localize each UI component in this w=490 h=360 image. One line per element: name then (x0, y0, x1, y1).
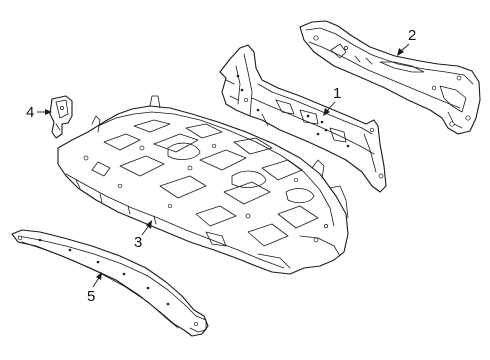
callout-label-2: 2 (408, 27, 416, 44)
callout-1: 1 (323, 85, 341, 116)
part-5-cross-member (11, 229, 209, 337)
part-2-rear-panel-upper (299, 20, 481, 135)
callout-label-4: 4 (26, 104, 34, 121)
callout-5: 5 (87, 272, 102, 305)
callout-4: 4 (26, 104, 52, 121)
callout-label-1: 1 (333, 85, 341, 102)
part-4-bracket (49, 95, 73, 139)
part-3-package-tray (57, 95, 349, 275)
callout-label-3: 3 (134, 234, 142, 251)
callout-2: 2 (397, 27, 416, 56)
callout-3: 3 (134, 220, 152, 251)
part-1-rear-panel (219, 44, 387, 193)
callout-label-5: 5 (87, 288, 95, 305)
